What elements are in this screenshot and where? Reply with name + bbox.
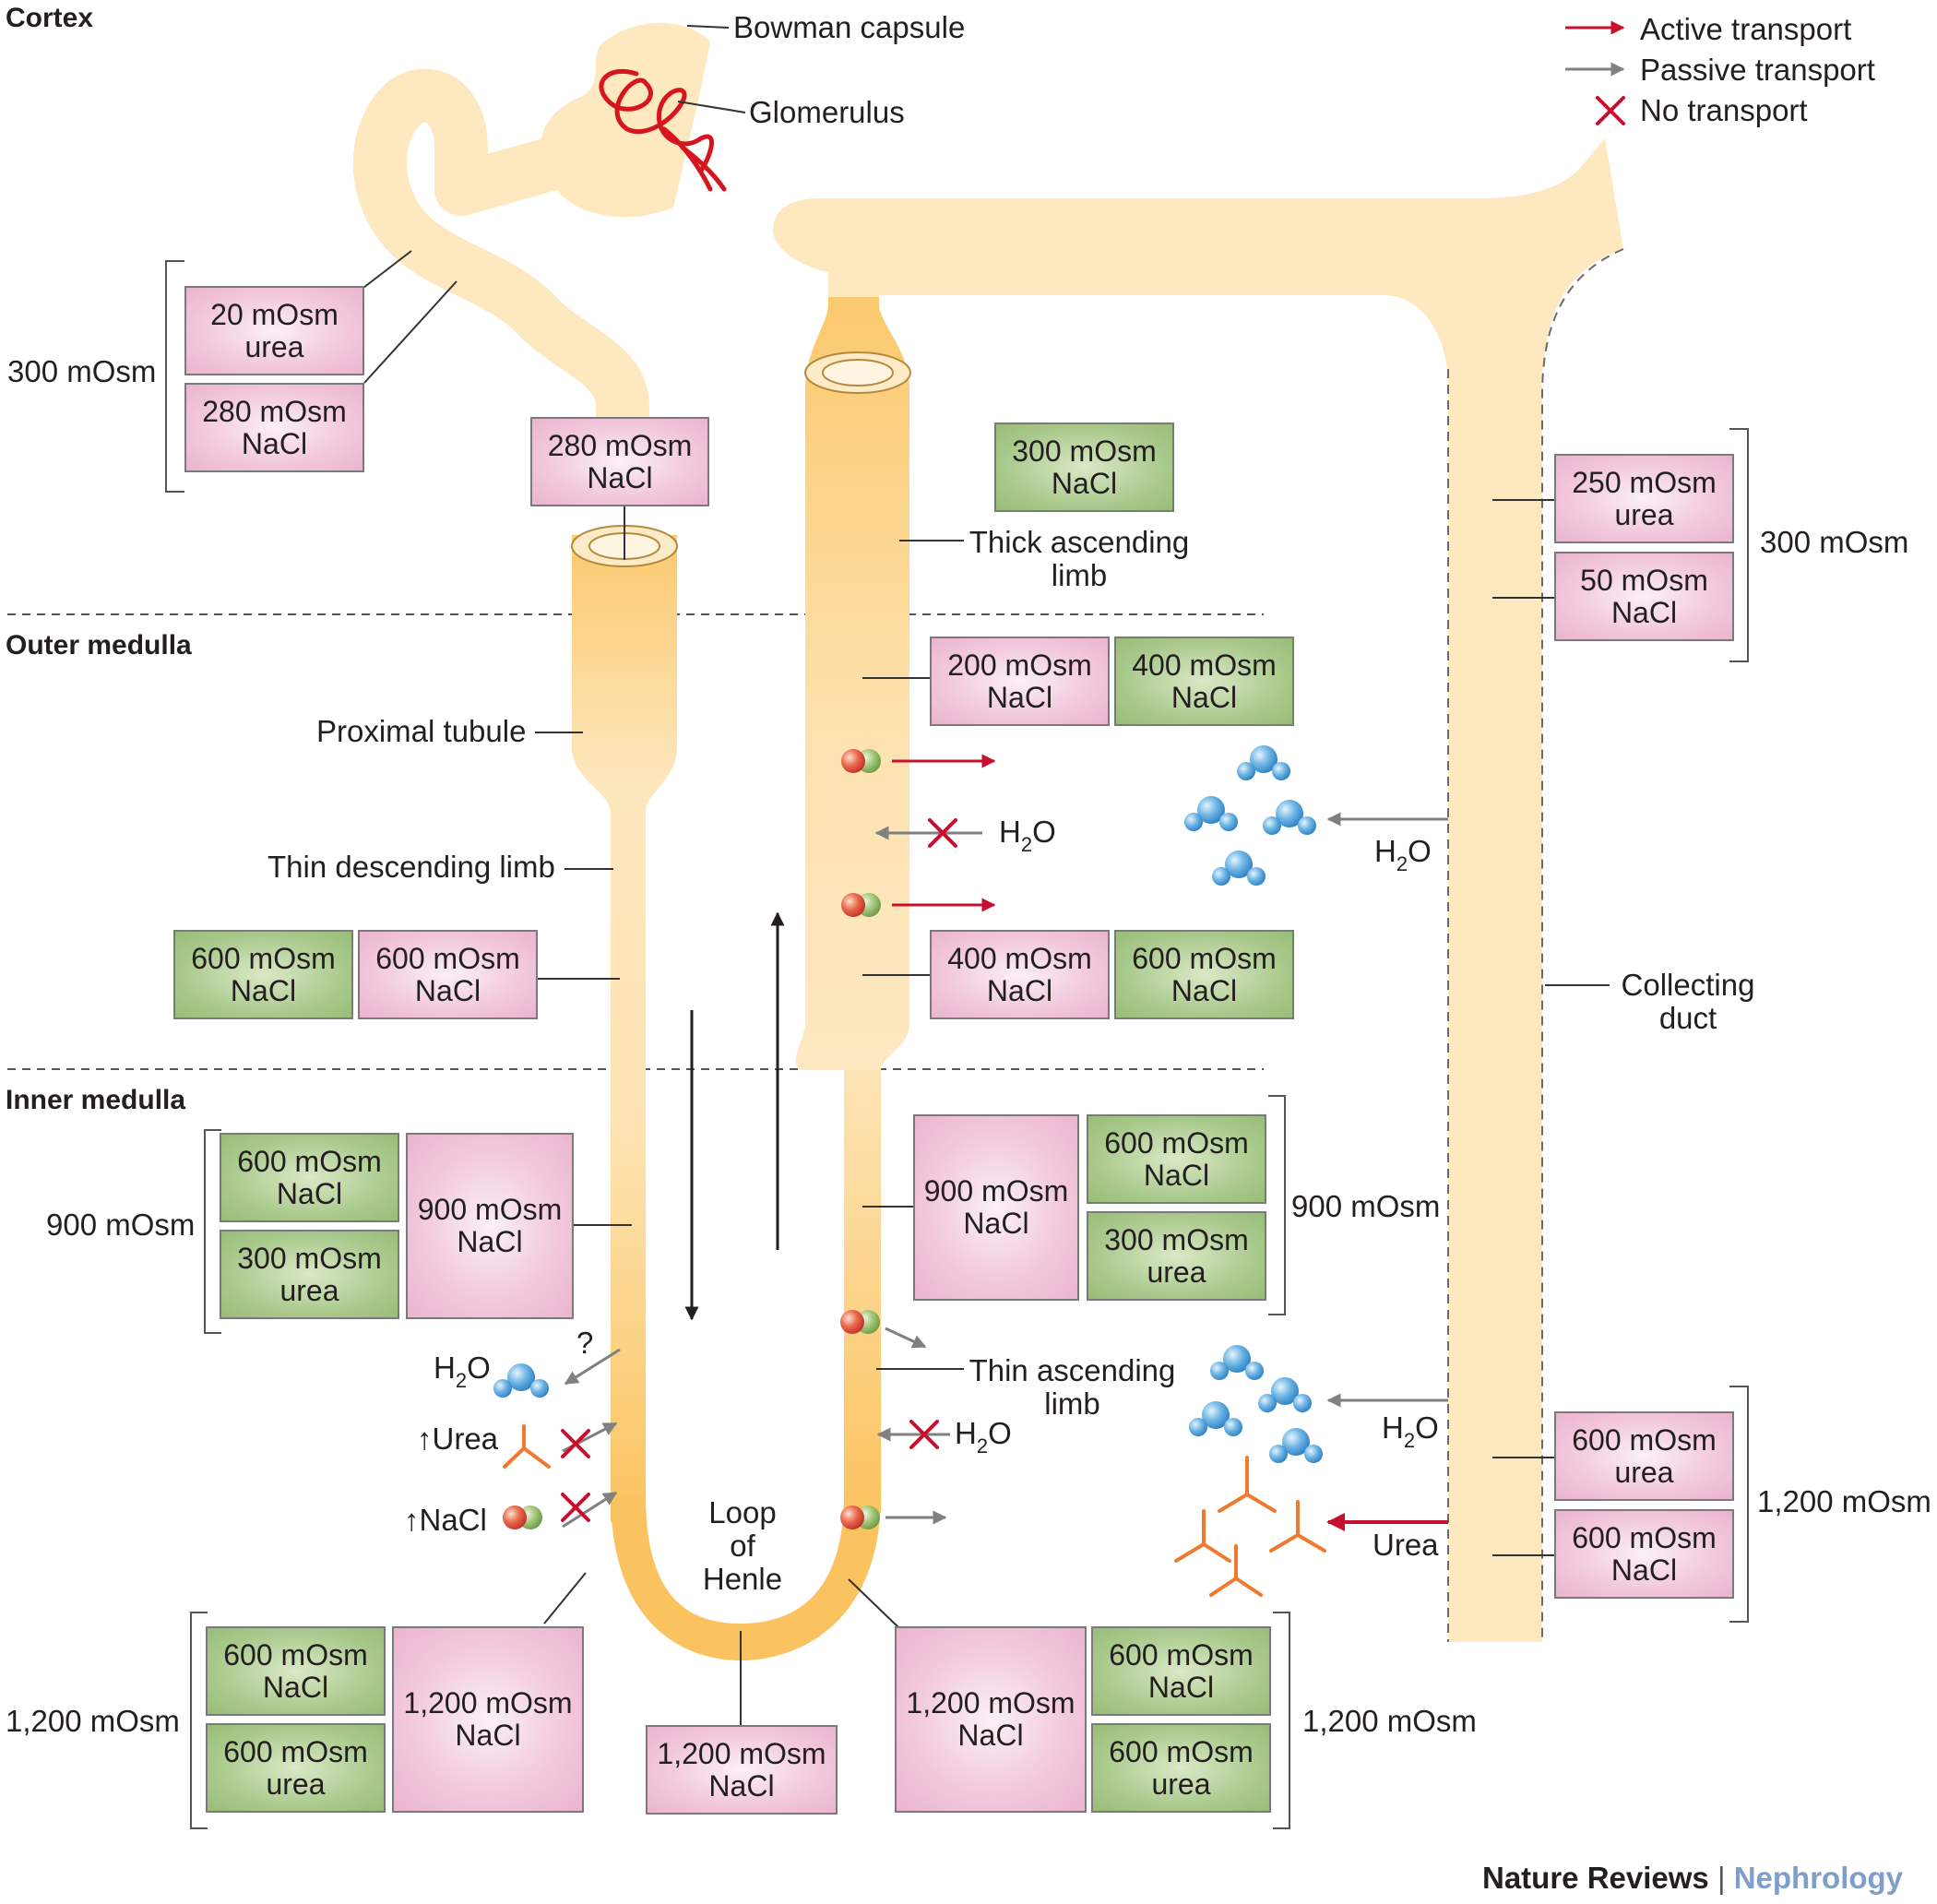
distal-tubule xyxy=(773,138,1623,1642)
water-label-desc: H2O xyxy=(434,1351,491,1393)
legend-active-label: Active transport xyxy=(1640,12,1852,46)
bowman-capsule xyxy=(540,22,710,218)
zone-label-inner-medulla: Inner medulla xyxy=(6,1085,186,1115)
thick-ascending-limb-label: Thick ascending limb xyxy=(968,526,1190,592)
thin-ascending-limb-label: Thin ascending limb xyxy=(964,1354,1181,1421)
urea-molecules-duct xyxy=(1174,1456,1326,1597)
thin-ascending-limb xyxy=(844,1033,881,1513)
thin-ascending-line-1: Thin ascending xyxy=(968,1353,1176,1387)
water-no-transport-thick xyxy=(874,818,982,848)
glomerulus xyxy=(599,68,727,192)
total-bottom-left: 1,200 mOsm xyxy=(6,1704,180,1738)
zone-label-cortex: Cortex xyxy=(6,3,94,33)
proximal-tubule-label: Proximal tubule xyxy=(316,714,527,748)
journal-section: Nephrology xyxy=(1733,1861,1904,1895)
collecting-duct-wall-2 xyxy=(1541,248,1624,1642)
water-label-duct-outer: H2O xyxy=(1374,834,1432,876)
water-molecules-outer xyxy=(1184,745,1316,886)
water-no-transport-thin-asc xyxy=(876,1420,950,1449)
collecting-line-2: duct xyxy=(1658,1001,1717,1035)
urea-up-label: ↑Urea xyxy=(417,1422,499,1456)
total-cortex-left: 300 mOsm xyxy=(7,354,157,388)
thick-ascending-lumen xyxy=(822,359,894,387)
thin-descending-limb-label: Thin descending limb xyxy=(267,850,555,884)
loop-of-henle-label: Loop of Henle xyxy=(687,1496,798,1596)
brackets xyxy=(165,260,1749,1829)
journal-name: Nature Reviews xyxy=(1482,1861,1709,1895)
nacl-active-transport-2 xyxy=(841,893,996,917)
leader-lines xyxy=(359,25,1610,1725)
total-cortex-right: 300 mOsm xyxy=(1760,525,1909,559)
urea-no-transport-desc xyxy=(561,1422,618,1458)
total-inner-right: 900 mOsm xyxy=(1291,1189,1441,1223)
nacl-up-label: ↑NaCl xyxy=(404,1503,487,1537)
journal-separator: | xyxy=(1717,1861,1726,1895)
legend-none-label: No transport xyxy=(1640,93,1808,127)
question-mark-label: ? xyxy=(576,1326,594,1360)
proximal-convoluted-tubule xyxy=(352,68,649,460)
thick-ascending-limb xyxy=(795,295,909,1070)
proximal-tubule xyxy=(572,535,677,1522)
collecting-line-1: Collecting xyxy=(1621,968,1755,1002)
legend-no-transport-icon xyxy=(1596,96,1625,125)
water-molecules-inner xyxy=(1189,1345,1323,1463)
total-duct-bottom: 1,200 mOsm xyxy=(1757,1484,1931,1518)
water-label-thin-asc: H2O xyxy=(955,1416,1012,1458)
zone-label-outer-medulla: Outer medulla xyxy=(6,630,192,660)
bowman-capsule-label: Bowman capsule xyxy=(733,10,966,44)
total-bottom-mid: 1,200 mOsm xyxy=(1302,1704,1477,1738)
loop-line-2: of xyxy=(730,1529,755,1563)
urea-molecule-desc xyxy=(503,1424,551,1469)
loop-of-henle-bend xyxy=(611,1494,881,1660)
nacl-passive-thin-asc-1 xyxy=(840,1310,927,1349)
journal-footer: Nature Reviews | Nephrology xyxy=(1482,1862,1903,1895)
water-label-duct-inner: H2O xyxy=(1382,1410,1439,1453)
nacl-no-transport-desc xyxy=(503,1491,618,1529)
water-label-thick: H2O xyxy=(999,815,1056,857)
thin-ascending-line-2: limb xyxy=(1044,1386,1100,1421)
thick-ascending-line-2: limb xyxy=(1051,558,1108,592)
glomerulus-label: Glomerulus xyxy=(749,95,905,129)
total-inner-left: 900 mOsm xyxy=(46,1208,196,1242)
legend-passive-label: Passive transport xyxy=(1640,53,1875,87)
collecting-duct-label: Collecting duct xyxy=(1610,969,1766,1035)
water-passive-desc-arrow xyxy=(564,1348,621,1386)
loop-line-1: Loop xyxy=(708,1495,777,1529)
loop-line-3: Henle xyxy=(702,1562,783,1596)
urea-duct-label: Urea xyxy=(1373,1528,1439,1562)
thick-ascending-line-1: Thick ascending xyxy=(968,525,1190,559)
water-molecule-desc xyxy=(493,1363,549,1398)
nacl-active-transport-1 xyxy=(841,749,996,773)
nacl-passive-thin-asc-2 xyxy=(840,1505,947,1529)
